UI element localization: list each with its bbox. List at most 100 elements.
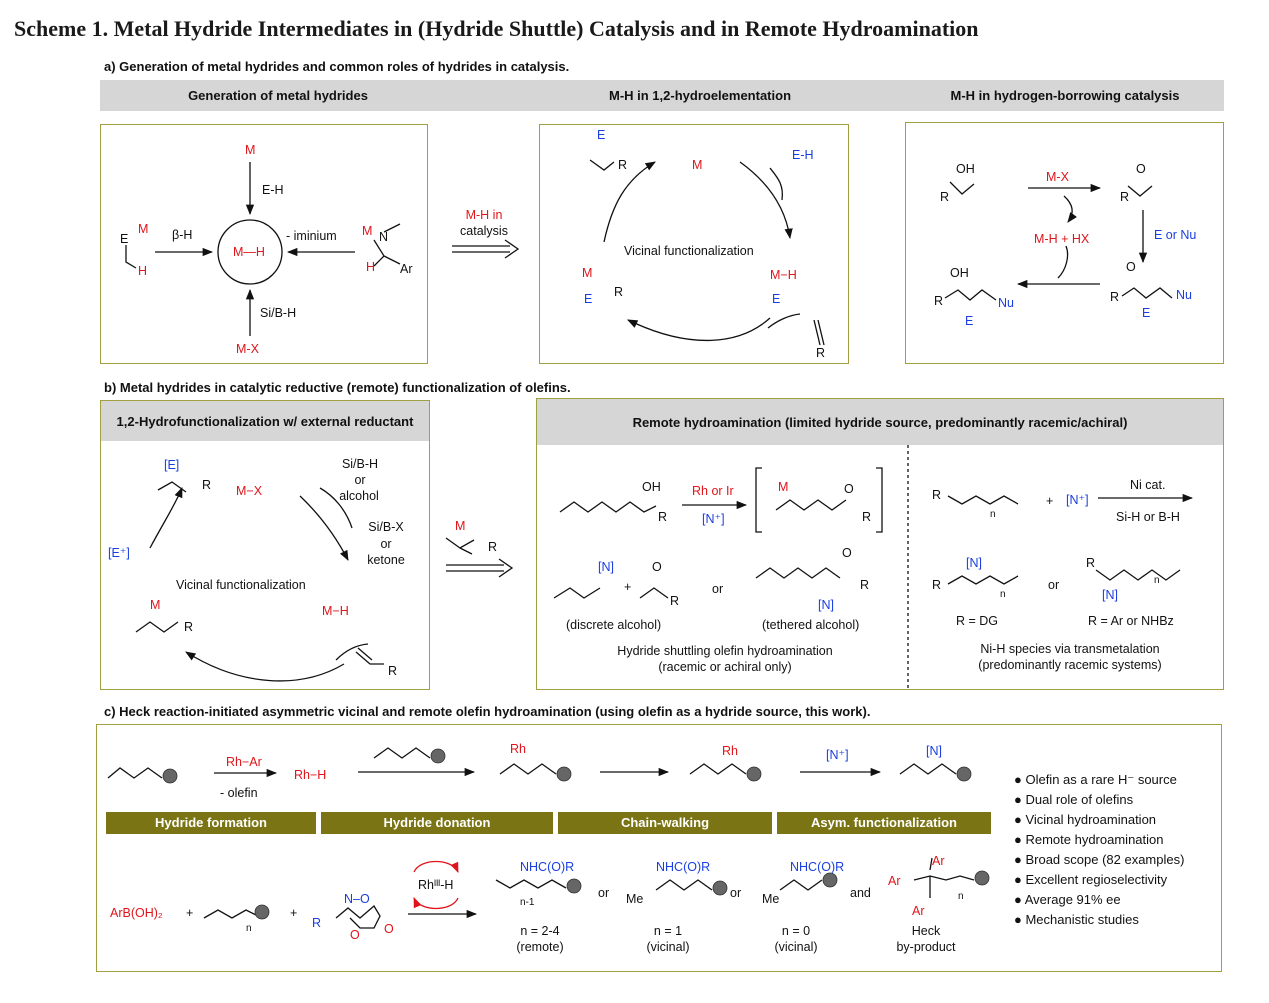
p3-o: O bbox=[1136, 162, 1146, 176]
p1-h2: H bbox=[366, 260, 376, 274]
p7-nh3: NHC(O)R bbox=[790, 860, 845, 874]
p7-rhcat: Rhᴵᴵᴵ-H bbox=[418, 878, 454, 892]
feature-item: ● Olefin as a rare H⁻ source bbox=[1014, 772, 1177, 787]
panel-this-work bbox=[96, 724, 1222, 972]
p6-nicat: Ni cat. bbox=[1130, 478, 1166, 492]
p6-n1: [N] bbox=[966, 556, 982, 570]
p4-sibx: Si/B-X bbox=[368, 520, 404, 534]
p2-e1: E bbox=[597, 128, 606, 142]
p2-m2: M bbox=[582, 266, 593, 280]
p7-rh2: Rh bbox=[722, 744, 738, 758]
mid-b-m: M bbox=[455, 519, 466, 533]
p6-n2: n bbox=[1000, 589, 1006, 600]
p4-or2: or bbox=[380, 537, 392, 551]
panel-hydrofunctionalization bbox=[100, 400, 430, 690]
p7-nplus: [N⁺] bbox=[826, 748, 849, 762]
p7-o2: O bbox=[384, 922, 394, 936]
p4-eplus: [E⁺] bbox=[108, 546, 130, 560]
p7-cap1b: (remote) bbox=[516, 940, 564, 954]
bar-hydride-formation: Hydride formation bbox=[106, 812, 316, 834]
header-hydroelementation: M-H in 1,2-hydroelementation bbox=[608, 88, 792, 103]
p6-or: or bbox=[1048, 578, 1060, 592]
p3-r1: R bbox=[940, 190, 950, 204]
p6-n4: [N] bbox=[1102, 588, 1118, 602]
bar-asym-functionalization: Asym. functionalization bbox=[777, 812, 991, 834]
p7-n-sub: n bbox=[246, 923, 252, 934]
p7-me1: Me bbox=[626, 892, 644, 906]
feature-item: ● Excellent regioselectivity bbox=[1014, 872, 1168, 887]
p5-r2: R bbox=[862, 510, 872, 524]
p2-e3: E bbox=[772, 292, 781, 306]
p1-e: E bbox=[120, 232, 129, 246]
p6-n3: n bbox=[1154, 575, 1160, 586]
p7-r: R bbox=[312, 916, 322, 930]
p3-r3: R bbox=[934, 294, 944, 308]
p7-cap3a: n = 0 bbox=[781, 924, 811, 938]
p7-nh1: NHC(O)R bbox=[520, 860, 575, 874]
p1-h: H bbox=[138, 264, 148, 278]
p7-n: [N] bbox=[926, 744, 942, 758]
p5-o3: O bbox=[842, 546, 852, 560]
p5-plus: + bbox=[624, 580, 632, 594]
p1-ar: Ar bbox=[400, 262, 413, 276]
p7-me2: Me bbox=[762, 892, 780, 906]
header-b1: 1,2-Hydrofunctionalization w/ external r… bbox=[101, 401, 429, 441]
header-bar-a: Generation of metal hydrides M-H in 1,2-… bbox=[100, 80, 1224, 111]
section-a-title: a) Generation of metal hydrides and comm… bbox=[104, 59, 570, 74]
p3-eornu: E or Nu bbox=[1154, 228, 1197, 242]
p3-oh2: OH bbox=[950, 266, 969, 280]
p6-nplus: [N⁺] bbox=[1066, 493, 1089, 507]
p7-plus1: + bbox=[186, 906, 194, 920]
p4-mx: M−X bbox=[236, 484, 263, 498]
p7-cap4b: by-product bbox=[896, 940, 956, 954]
p5-n2: [N] bbox=[818, 598, 834, 612]
p3-r4: R bbox=[1110, 290, 1120, 304]
p7-olefin: - olefin bbox=[220, 786, 258, 800]
p7-n2: n bbox=[958, 891, 964, 902]
p7-n1: n-1 bbox=[520, 897, 535, 908]
p4-e: [E] bbox=[164, 458, 180, 472]
p7-or1: or bbox=[598, 886, 610, 900]
p7-arb: ArB(OH)₂ bbox=[110, 906, 163, 920]
p7-cap2a: n = 1 bbox=[653, 924, 683, 938]
feature-list: ● Olefin as a rare H⁻ source ● Dual role… bbox=[1014, 770, 1184, 930]
p4-mh: M−H bbox=[322, 604, 349, 618]
p5-or: or bbox=[712, 582, 724, 596]
p7-nh2: NHC(O)R bbox=[656, 860, 711, 874]
sphere-4 bbox=[746, 766, 762, 782]
sphere-7 bbox=[566, 878, 582, 894]
sphere-10 bbox=[974, 870, 990, 886]
p1-iminium: - iminium bbox=[286, 229, 337, 243]
p7-cap4a: Heck bbox=[911, 924, 941, 938]
p4-or1: or bbox=[354, 473, 366, 487]
p5-n1: [N] bbox=[598, 560, 614, 574]
p2-r3: R bbox=[816, 346, 826, 360]
p6-n: n bbox=[990, 509, 996, 520]
p5-m: M bbox=[778, 480, 789, 494]
p2-r1: R bbox=[618, 158, 628, 172]
p1-m-top: M bbox=[245, 143, 256, 157]
p1-n: N bbox=[379, 230, 389, 244]
p2-vic: Vicinal functionalization bbox=[624, 244, 754, 258]
p2-r2: R bbox=[614, 285, 624, 299]
sphere-5 bbox=[956, 766, 972, 782]
p5-discrete: (discrete alcohol) bbox=[566, 618, 662, 632]
p7-ar3: Ar bbox=[912, 904, 925, 918]
p6-r3: R bbox=[1086, 556, 1096, 570]
feature-item: ● Broad scope (82 examples) bbox=[1014, 852, 1185, 867]
p3-e: E bbox=[965, 314, 974, 328]
p5-r1: R bbox=[658, 510, 668, 524]
section-c-title: c) Heck reaction-initiated asymmetric vi… bbox=[104, 704, 871, 719]
p7-cap1a: n = 2-4 bbox=[520, 924, 560, 938]
p4-r1: R bbox=[202, 478, 212, 492]
p2-mh: M−H bbox=[770, 268, 797, 282]
p2-m: M bbox=[692, 158, 703, 172]
p5-r4: R bbox=[860, 578, 870, 592]
sphere-6 bbox=[254, 904, 270, 920]
p7-cap2b: (vicinal) bbox=[646, 940, 690, 954]
panel-hydroelementation bbox=[539, 124, 849, 364]
p2-eh: E-H bbox=[792, 148, 814, 162]
p5-caption1: Hydride shuttling olefin hydroamination bbox=[617, 644, 833, 658]
sphere-2 bbox=[430, 748, 446, 764]
